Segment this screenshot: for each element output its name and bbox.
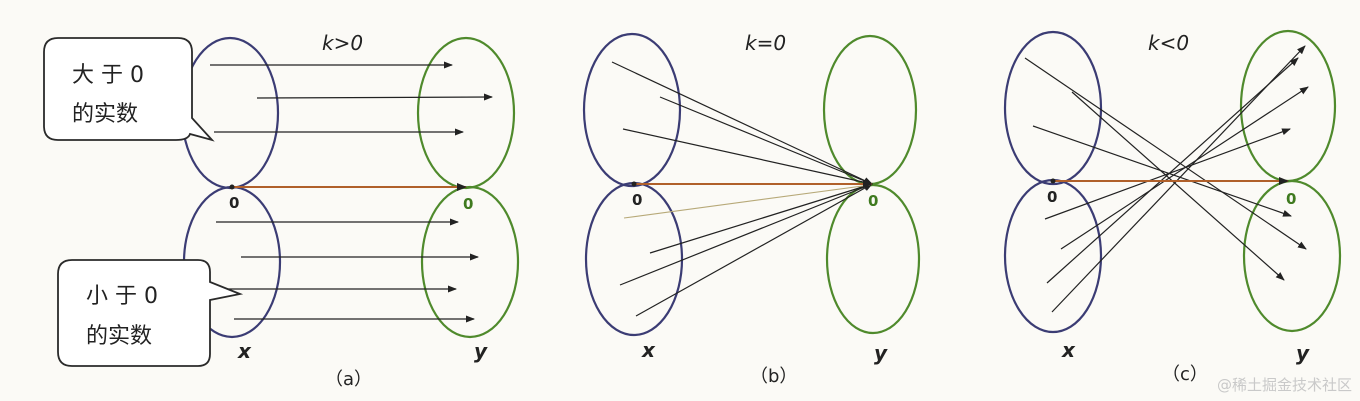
y-negative-ellipse — [1242, 179, 1342, 333]
zero-y-label-c: 0 — [1286, 190, 1296, 208]
zero-point-x — [1050, 178, 1056, 184]
arrows-b — [611, 61, 873, 317]
mapping-arrow — [611, 61, 873, 185]
x-positive-ellipse — [180, 36, 280, 190]
callout-positive-line2: 的实数 — [72, 102, 138, 127]
zero-point-x — [229, 184, 235, 190]
zero-x-label-b: 0 — [632, 191, 642, 209]
caption-c: （c） — [1162, 364, 1208, 385]
mapping-arrow — [1044, 128, 1291, 220]
mapping-arrow — [256, 93, 493, 101]
caption-b: （b） — [750, 366, 797, 387]
callout-negative-bubble — [57, 259, 244, 367]
k-label-b: k=0 — [745, 31, 786, 55]
mapping-arrow — [649, 183, 873, 254]
zero-y-label-b: 0 — [868, 192, 878, 210]
mapping-arrow — [1060, 86, 1309, 250]
mapping-arrow — [1032, 125, 1292, 217]
mapping-arrow — [659, 96, 873, 185]
mapping-arrow — [622, 128, 873, 186]
y-label-c: y — [1296, 341, 1310, 365]
callout-negative-line2: 的实数 — [86, 324, 152, 349]
panel-c: k<0 0 0 x y （c） — [1003, 29, 1342, 385]
panel-a: k>0 0 0 x y （a） 大 于 0 的实数 小 于 0 的实数 — [43, 31, 520, 390]
zero-y-label-a: 0 — [463, 195, 473, 213]
zero-x-label-a: 0 — [229, 194, 239, 212]
y-positive-ellipse — [416, 36, 516, 190]
mapping-arrow — [1046, 57, 1299, 284]
zero-x-label-c: 0 — [1047, 188, 1057, 206]
callout-positive: 大 于 0 的实数 — [43, 37, 215, 142]
callout-positive-bubble — [43, 37, 215, 142]
k-label-a: k>0 — [322, 31, 363, 55]
arrows-c — [1024, 45, 1309, 313]
arrows-a — [210, 61, 493, 323]
x-positive-ellipse — [582, 32, 682, 188]
k-label-c: k<0 — [1148, 31, 1189, 55]
mapping-arrow — [619, 183, 873, 286]
x-positive-ellipse — [1003, 30, 1103, 186]
caption-a: （a） — [325, 369, 372, 390]
faint-mapping-arrow — [623, 184, 871, 219]
x-label-c: x — [1061, 338, 1076, 362]
y-positive-ellipse — [1239, 29, 1337, 183]
callout-negative: 小 于 0 的实数 — [57, 259, 244, 367]
callout-negative-line1: 小 于 0 — [86, 284, 158, 309]
y-label-b: y — [874, 341, 888, 365]
watermark: @稀土掘金技术社区 — [1216, 376, 1352, 394]
panel-b: k=0 0 0 x y （b） — [582, 31, 921, 387]
y-negative-ellipse — [825, 183, 921, 335]
y-label-a: y — [474, 339, 488, 363]
y-negative-ellipse — [420, 185, 520, 339]
zero-point-x — [631, 181, 637, 187]
mapping-arrow — [635, 183, 873, 317]
mapping-arrow — [1071, 91, 1285, 281]
x-label-b: x — [641, 338, 656, 362]
x-label-a: x — [237, 339, 252, 363]
callout-positive-line1: 大 于 0 — [72, 63, 144, 88]
mapping-arrow — [1024, 57, 1307, 250]
y-positive-ellipse — [822, 34, 918, 186]
mapping-arrow — [1051, 45, 1306, 313]
